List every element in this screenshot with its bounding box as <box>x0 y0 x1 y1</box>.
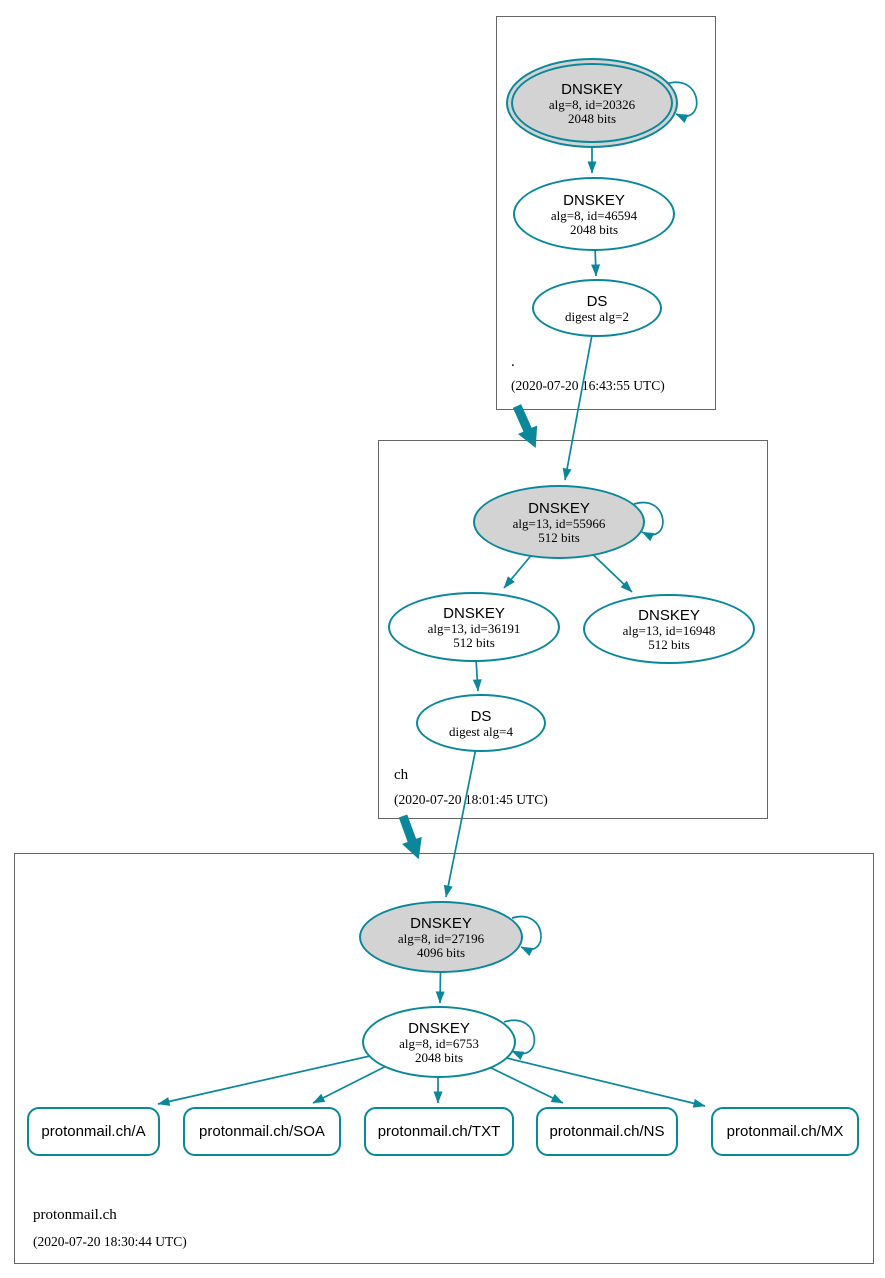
node-detail-bits: 2048 bits <box>569 221 619 237</box>
node-dnskey-55966[interactable]: DNSKEY alg=13, id=55966 512 bits <box>473 485 645 559</box>
node-dnskey-20326[interactable]: DNSKEY alg=8, id=20326 2048 bits <box>506 58 678 148</box>
node-rrset-protonmail-mx[interactable]: protonmail.ch/MX <box>711 1107 859 1156</box>
node-detail-bits: 512 bits <box>453 634 495 650</box>
node-rrset-protonmail-soa[interactable]: protonmail.ch/SOA <box>183 1107 341 1156</box>
node-detail-alg: alg=8, id=20326 <box>548 96 636 112</box>
node-dnskey-27196[interactable]: DNSKEY alg=8, id=27196 4096 bits <box>359 901 523 973</box>
node-detail-digest: digest alg=2 <box>564 308 630 324</box>
node-detail-bits: 4096 bits <box>416 944 466 960</box>
node-dnskey-6753[interactable]: DNSKEY alg=8, id=6753 2048 bits <box>362 1006 516 1078</box>
zone-box-root <box>496 16 716 410</box>
node-title: DNSKEY <box>638 606 700 624</box>
node-rrset-protonmail-txt[interactable]: protonmail.ch/TXT <box>364 1107 514 1156</box>
node-dnskey-16948[interactable]: DNSKEY alg=13, id=16948 512 bits <box>583 594 755 664</box>
rrset-label: protonmail.ch/A <box>41 1123 146 1140</box>
rrset-label: protonmail.ch/MX <box>726 1123 844 1140</box>
node-title: DNSKEY <box>410 914 472 932</box>
node-title: DNSKEY <box>443 604 505 622</box>
node-detail-alg: alg=8, id=46594 <box>550 207 638 223</box>
zone-label-protonmail: protonmail.ch <box>33 1207 117 1223</box>
node-detail-alg: alg=8, id=27196 <box>397 930 485 946</box>
zone-timestamp-root: (2020-07-20 16:43:55 UTC) <box>511 378 665 393</box>
node-title: DNSKEY <box>563 191 625 209</box>
node-detail-alg: alg=13, id=55966 <box>512 515 606 531</box>
node-detail-bits: 2048 bits <box>414 1049 464 1065</box>
node-title: DNSKEY <box>561 80 623 98</box>
node-detail-bits: 2048 bits <box>567 110 617 126</box>
node-dnskey-36191[interactable]: DNSKEY alg=13, id=36191 512 bits <box>388 592 560 662</box>
node-title: DS <box>470 707 492 725</box>
node-detail-digest: digest alg=4 <box>448 723 514 739</box>
node-rrset-protonmail-ns[interactable]: protonmail.ch/NS <box>536 1107 678 1156</box>
node-title: DS <box>586 292 608 310</box>
zone-label-root: . <box>511 354 515 370</box>
node-detail-bits: 512 bits <box>538 529 580 545</box>
zone-box-protonmail <box>14 853 874 1264</box>
node-rrset-protonmail-a[interactable]: protonmail.ch/A <box>27 1107 160 1156</box>
zone-timestamp-protonmail: (2020-07-20 18:30:44 UTC) <box>33 1234 187 1249</box>
node-detail-alg: alg=13, id=16948 <box>622 622 716 638</box>
node-dnskey-46594[interactable]: DNSKEY alg=8, id=46594 2048 bits <box>513 177 675 251</box>
node-ds-ch[interactable]: DS digest alg=4 <box>416 694 546 752</box>
node-title: DNSKEY <box>408 1019 470 1037</box>
node-detail-alg: alg=8, id=6753 <box>399 1035 479 1051</box>
zone-label-ch: ch <box>394 767 409 783</box>
rrset-label: protonmail.ch/NS <box>549 1123 665 1140</box>
zone-timestamp-ch: (2020-07-20 18:01:45 UTC) <box>394 792 548 807</box>
node-ds-root[interactable]: DS digest alg=2 <box>532 279 662 337</box>
node-title: DNSKEY <box>528 499 590 517</box>
rrset-label: protonmail.ch/SOA <box>199 1123 325 1140</box>
node-detail-alg: alg=13, id=36191 <box>427 620 521 636</box>
node-detail-bits: 512 bits <box>648 636 690 652</box>
rrset-label: protonmail.ch/TXT <box>377 1123 501 1140</box>
